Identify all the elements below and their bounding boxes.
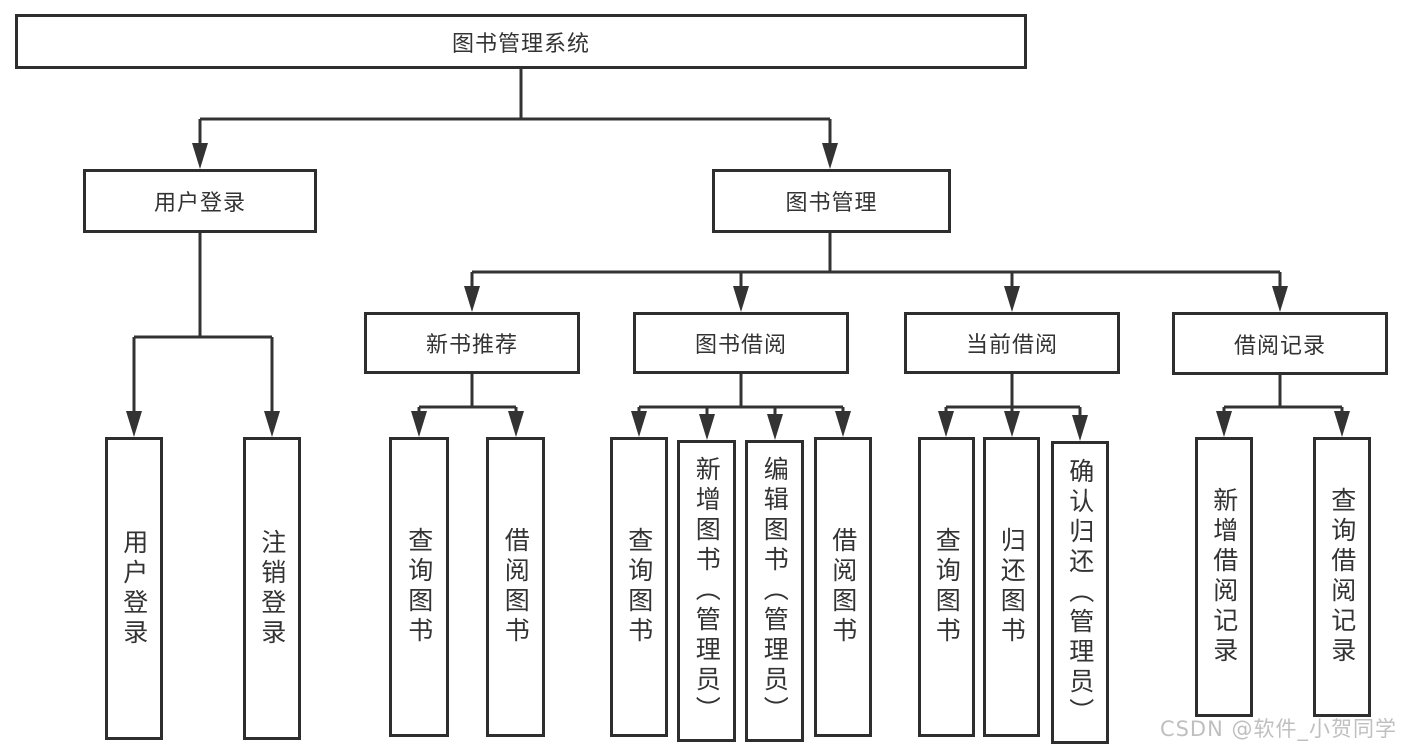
arrow-down-icon (126, 411, 142, 437)
connector-path (132, 69, 1344, 418)
arrow-down-icon (1216, 411, 1232, 437)
arrow-down-icon (464, 286, 480, 312)
node-current-borrow: 当前借阅 (904, 312, 1120, 374)
arrow-down-icon (631, 411, 647, 437)
leaf-newbook-borrow: 借阅图书 (486, 437, 545, 737)
arrow-down-icon (1004, 286, 1020, 312)
arrow-down-icon (767, 414, 783, 440)
leaf-label: 用户登录 (119, 528, 149, 649)
leaf-current-confirm-admin: 确认归还（管理员） (1051, 441, 1109, 744)
arrow-down-icon (938, 411, 954, 437)
leaf-borrow-edit-admin: 编辑图书（管理员） (745, 440, 804, 742)
leaf-current-return: 归还图书 (983, 437, 1040, 737)
arrow-down-icon (508, 411, 524, 437)
leaf-label: 查询图书 (624, 527, 654, 647)
node-system-root: 图书管理系统 (15, 14, 1027, 69)
leaf-label: 查询图书 (932, 527, 962, 647)
leaf-newbook-query: 查询图书 (389, 437, 449, 737)
csdn-watermark: CSDN @软件_小贺同学 (1159, 717, 1397, 741)
node-borrow-records: 借阅记录 (1172, 312, 1388, 375)
leaf-label: 注销登录 (257, 528, 287, 649)
node-label: 当前借阅 (965, 333, 1058, 358)
arrow-down-icon (1004, 411, 1020, 437)
node-user-login: 用户登录 (83, 169, 317, 233)
leaf-label: 查询借阅记录 (1327, 487, 1357, 667)
leaf-label: 借阅图书 (501, 527, 531, 647)
leaf-record-query: 查询借阅记录 (1313, 437, 1371, 717)
arrow-down-icon (699, 414, 715, 440)
arrow-down-icon (822, 143, 838, 169)
arrow-down-icon (835, 411, 851, 437)
leaf-current-query: 查询图书 (918, 437, 975, 737)
leaf-label: 新增图书（管理员） (692, 456, 722, 726)
leaf-user-login: 用户登录 (105, 437, 163, 740)
arrow-down-icon (1334, 411, 1350, 437)
leaf-record-add: 新增借阅记录 (1195, 437, 1253, 717)
arrow-down-icon (1072, 415, 1088, 441)
leaf-borrow-borrow: 借阅图书 (814, 437, 872, 737)
node-label: 借阅记录 (1233, 333, 1326, 359)
arrow-down-icon (733, 286, 749, 312)
node-label: 图书借阅 (694, 333, 787, 358)
arrow-down-icon (411, 411, 427, 437)
leaf-label: 编辑图书（管理员） (760, 456, 790, 726)
arrow-down-icon (192, 143, 208, 169)
leaf-label: 新增借阅记录 (1209, 487, 1239, 667)
node-new-book-recommend: 新书推荐 (364, 312, 580, 374)
leaf-label: 借阅图书 (828, 527, 858, 647)
arrow-down-icon (264, 411, 280, 437)
node-label: 用户登录 (153, 191, 246, 216)
leaf-borrow-query: 查询图书 (610, 437, 668, 737)
leaf-label: 归还图书 (997, 527, 1027, 647)
node-book-borrow: 图书借阅 (633, 312, 849, 374)
node-label: 图书管理 (785, 191, 878, 216)
leaf-logout: 注销登录 (243, 437, 301, 740)
leaf-label: 确认归还（管理员） (1065, 457, 1095, 728)
node-book-management: 图书管理 (712, 169, 951, 233)
arrow-down-icon (1272, 286, 1288, 312)
leaf-label: 查询图书 (404, 527, 434, 647)
node-label: 新书推荐 (425, 333, 518, 358)
node-label: 图书管理系统 (451, 31, 590, 57)
leaf-borrow-add-admin: 新增图书（管理员） (677, 440, 736, 742)
arrowhead-icons (126, 143, 1350, 441)
